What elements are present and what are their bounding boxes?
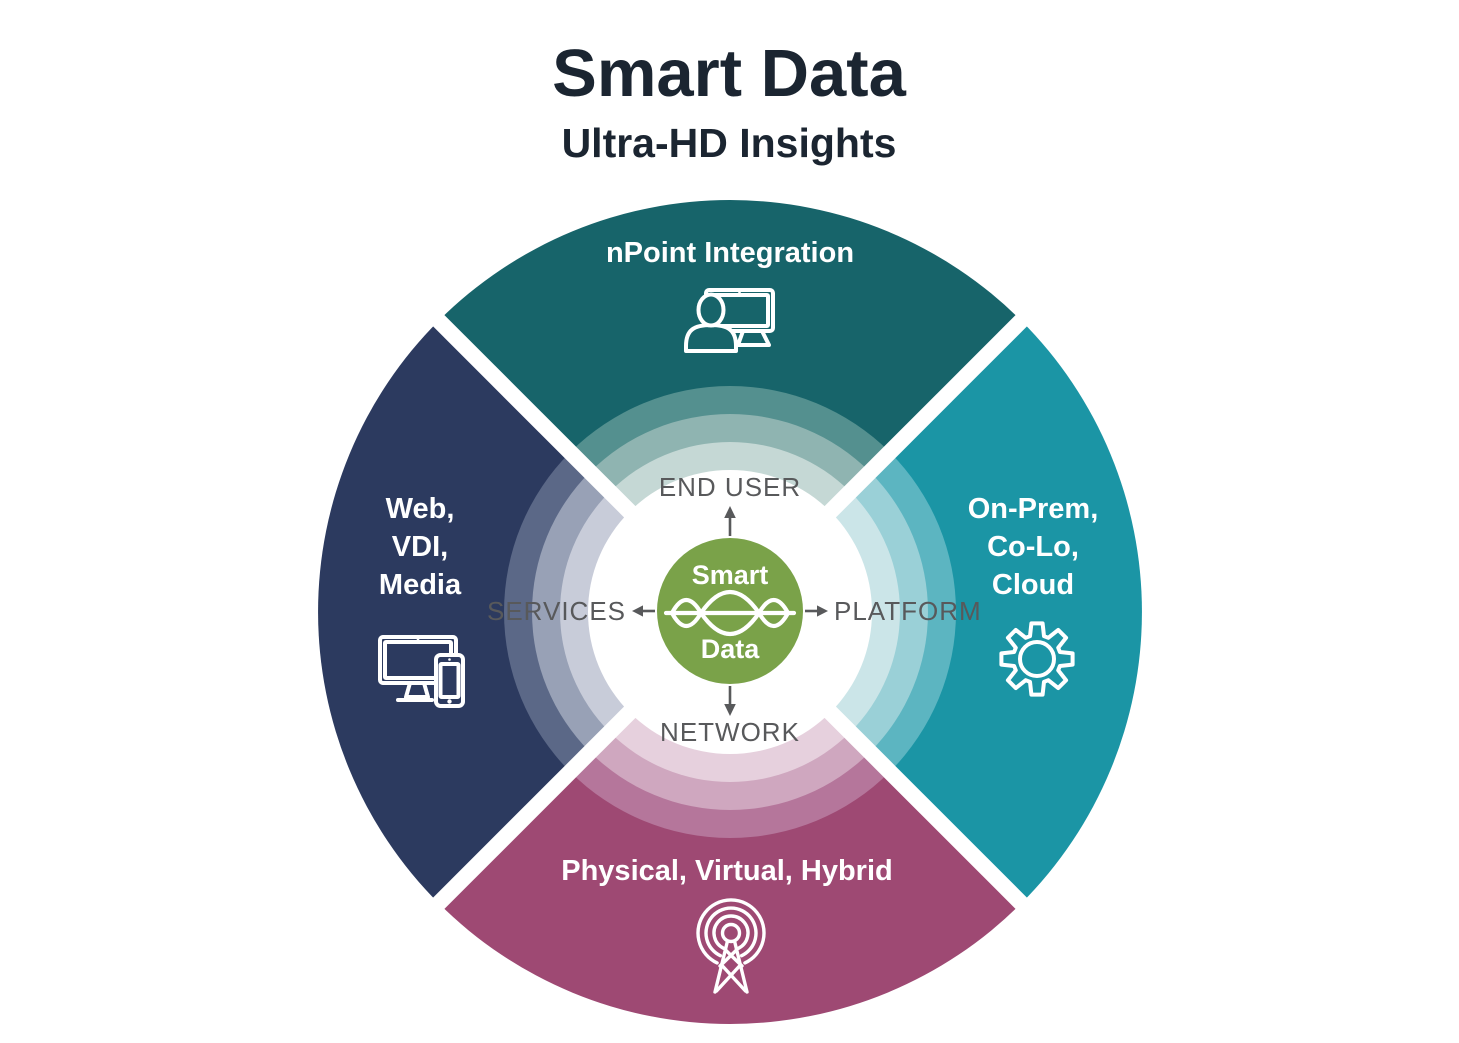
axis-label-services: SERVICES: [487, 596, 626, 626]
quadrant-right-label: On-Prem, Co-Lo, Cloud: [968, 493, 1099, 601]
devices-icon: [378, 635, 465, 708]
axis-label-end-user: END USER: [659, 472, 801, 502]
gear-icon: [999, 621, 1075, 697]
quadrant-top-label: nPoint Integration: [606, 237, 854, 269]
axis-arrows: [632, 506, 828, 716]
svg-text:VDI,: VDI,: [392, 531, 448, 563]
svg-text:Web,: Web,: [386, 493, 455, 525]
axis-label-network: NETWORK: [660, 717, 800, 747]
arrow-up-icon: [724, 506, 736, 518]
quadrant-bottom-label: Physical, Virtual, Hybrid: [561, 855, 892, 887]
svg-text:Media: Media: [379, 569, 462, 601]
user-at-monitor-icon: [684, 288, 775, 353]
arrow-down-icon: [724, 704, 736, 716]
page-title: Smart Data: [552, 36, 906, 111]
radio-tower-icon: [696, 898, 766, 994]
arrow-left-icon: [632, 605, 643, 617]
center-word-smart: Smart: [692, 560, 769, 590]
signal-wave-icon: [663, 589, 797, 637]
center-hub: Smart Data: [657, 538, 803, 684]
page-subtitle: Ultra-HD Insights: [562, 120, 897, 166]
quadrant-left-label: Web, VDI, Media: [379, 493, 462, 601]
svg-text:Cloud: Cloud: [992, 569, 1074, 601]
svg-text:Co-Lo,: Co-Lo,: [987, 531, 1079, 563]
svg-text:On-Prem,: On-Prem,: [968, 493, 1099, 525]
center-word-data: Data: [701, 634, 761, 664]
axis-label-platform: PLATFORM: [834, 596, 982, 626]
arrow-right-icon: [817, 605, 828, 617]
